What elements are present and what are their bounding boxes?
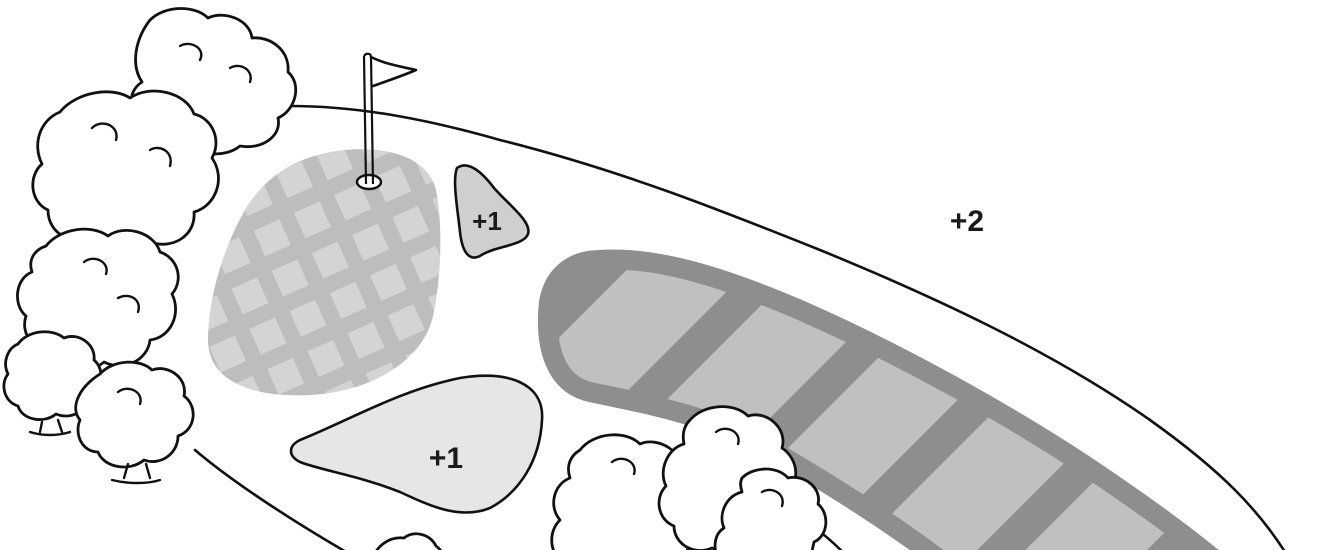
cup-hole [357, 175, 381, 189]
rough-penalty-label: +2 [950, 205, 984, 238]
tree-icon [372, 534, 444, 550]
large-bunker [291, 376, 542, 513]
tree-icon [76, 362, 193, 483]
large-bunker-penalty-label: +1 [429, 442, 463, 475]
tree-icon [33, 91, 219, 253]
small-bunker-penalty-label: +1 [472, 206, 502, 236]
putting-green [208, 149, 440, 395]
